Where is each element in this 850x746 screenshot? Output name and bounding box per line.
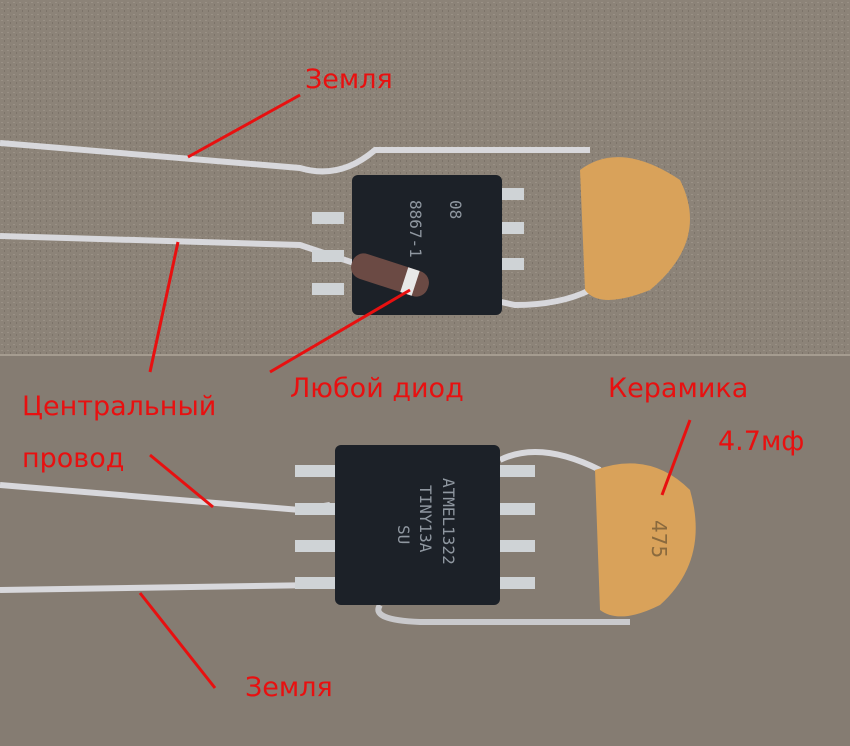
bottom-assembly: ATMEL1322 TINY13A SU 475 [0, 445, 696, 625]
chip-marking-line3: SU [394, 525, 413, 544]
top-chip-marking: 8867-1 [406, 200, 425, 258]
annotation-lines [138, 93, 692, 689]
top-chip-code: 08 [446, 200, 465, 219]
bottom-capacitor [595, 463, 696, 617]
top-chip-pins [312, 188, 524, 295]
label-ceramic-value: 4.7мф [718, 426, 805, 457]
bottom-top-wire [498, 449, 602, 473]
ground-bottom-pointer [138, 592, 217, 689]
central-bottom-pointer [149, 453, 214, 509]
label-central-line1: Центральный [22, 391, 217, 422]
bottom-chip-pins [295, 465, 535, 589]
label-central-line2: провод [22, 443, 125, 474]
ceramic-pointer [660, 419, 692, 496]
top-capacitor [580, 157, 690, 300]
top-assembly: 8867-1 08 [0, 140, 690, 315]
label-any-diode: Любой диод [290, 373, 464, 404]
bottom-chip [335, 445, 500, 605]
chip-marking-line2: TINY13A [416, 485, 435, 553]
ground-top-pointer [187, 93, 301, 159]
capacitor-marking: 475 [647, 520, 671, 558]
top-chip [352, 175, 502, 315]
bottom-loop-wire [375, 603, 630, 625]
label-ground-top: Земля [305, 64, 393, 95]
diode [351, 253, 429, 297]
chip-marking-line1: ATMEL1322 [439, 478, 458, 565]
diode-pointer [269, 288, 411, 374]
label-ground-bottom: Земля [245, 672, 333, 703]
top-ground-wire [0, 140, 590, 175]
central-top-pointer [148, 241, 180, 373]
label-ceramic: Керамика [608, 373, 749, 404]
bottom-ground-wire [0, 582, 321, 593]
